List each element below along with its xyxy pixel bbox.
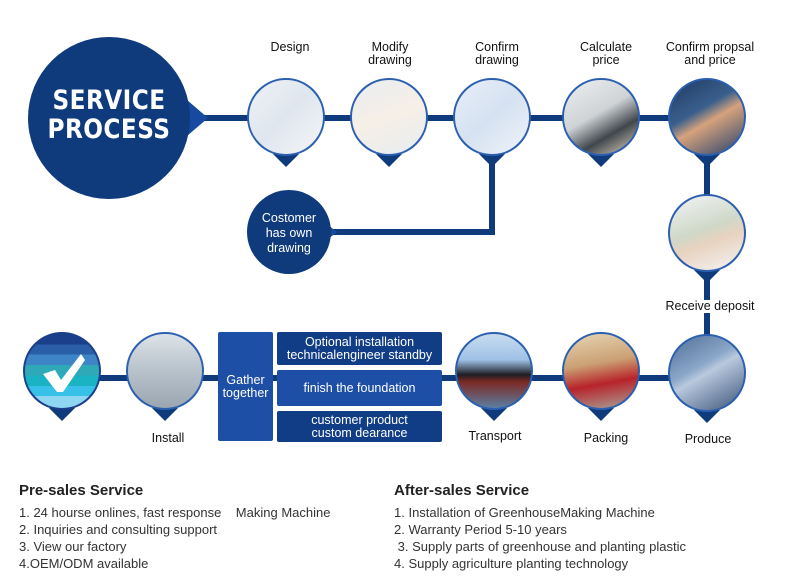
customer-drawing-badge: [247, 190, 331, 274]
after-sales-item: 3. Supply parts of greenhouse and planti…: [394, 539, 686, 554]
confirm-drawing-pin: [479, 154, 505, 167]
checkmark-icon: [43, 354, 85, 392]
welding-worker-image: [668, 334, 746, 412]
pre-sales-item: 2. Inquiries and consulting support: [19, 522, 218, 537]
proposal-pin: [694, 154, 720, 167]
pre-sales-item: 4.OEM/ODM available: [19, 556, 149, 571]
pre-sales-item: 1. 24 hourse onlines, fast response Maki…: [19, 505, 331, 520]
produce-pin: [694, 410, 720, 423]
pre-sales-heading: Pre-sales Service: [19, 482, 144, 499]
modify-pin: [376, 154, 402, 167]
after-sales-item: 2. Warranty Period 5-10 years: [394, 522, 567, 537]
title-line-1: SERVICE: [52, 85, 166, 116]
customer-drawing-label: Costomer has own drawing: [261, 211, 317, 255]
greenhouse-install-image: [126, 332, 204, 410]
cargo-truck-image: [562, 332, 640, 410]
receive-deposit-label: Receive deposit: [655, 300, 765, 313]
step-design-label: Design: [270, 40, 310, 54]
title-line-2: PROCESS: [47, 114, 171, 145]
packing-pin: [588, 408, 614, 421]
install-pin: [152, 408, 178, 421]
confirm-drawing-down-line: [489, 160, 495, 235]
deposit-pin: [694, 270, 720, 283]
done-pin: [49, 408, 75, 421]
install-label: Install: [151, 431, 185, 445]
handshake-image: [668, 78, 746, 156]
done-badge: [23, 332, 101, 410]
design-pin: [273, 154, 299, 167]
produce-label: Produce: [684, 432, 732, 446]
hands-drawing-image: [350, 78, 428, 156]
option-foundation-box: finish the foundation: [277, 370, 442, 406]
calculate-pin: [588, 154, 614, 167]
calculator-image: [562, 78, 640, 156]
page-title: SERVICE PROCESS: [39, 86, 178, 144]
after-sales-item: 4. Supply agriculture planting technolog…: [394, 556, 629, 571]
blueprint-ruler-image: [247, 78, 325, 156]
transport-label: Transport: [468, 429, 522, 443]
customer-connector-line: [330, 229, 495, 235]
transport-pin: [481, 408, 507, 421]
service-process-badge: [28, 37, 190, 199]
after-sales-item: 1. Installation of GreenhouseMaking Mach…: [394, 505, 655, 520]
rolled-blueprint-image: [453, 78, 531, 156]
after-sales-heading: After-sales Service: [394, 482, 530, 499]
packing-label: Packing: [583, 431, 629, 445]
pre-sales-item: 3. View our factory: [19, 539, 127, 554]
cargo-ship-image: [455, 332, 533, 410]
money-handover-image: [668, 194, 746, 272]
